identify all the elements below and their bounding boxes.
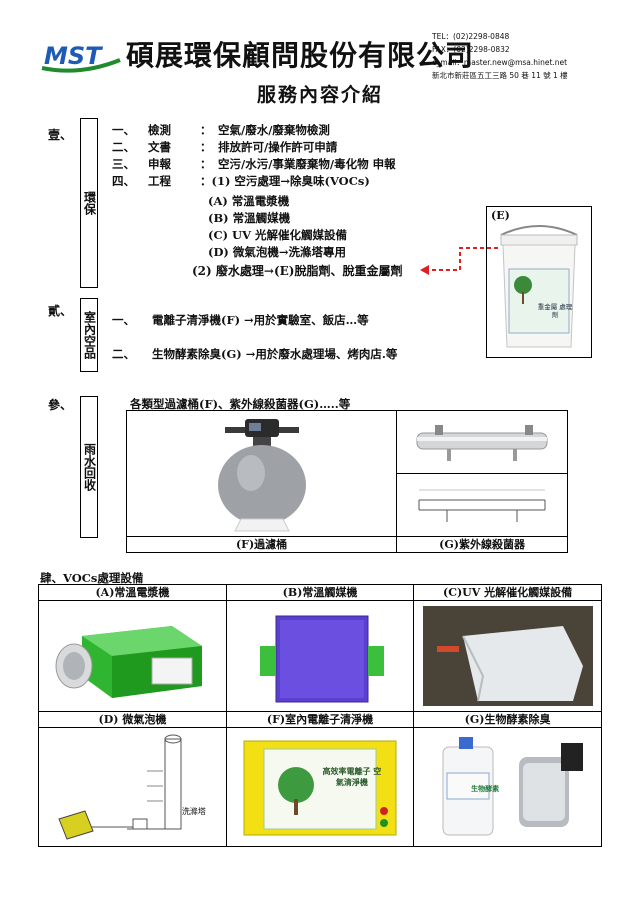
section4-title: 肆、VOCs處理設備	[40, 571, 144, 585]
section1-box-label: 環保	[82, 191, 97, 215]
caption-ion-purifier: (F)室內電離子清淨機	[225, 711, 415, 728]
enzyme-label: 生物酵素	[471, 784, 500, 793]
section1-list: 一、檢測：空氣/廢水/廢棄物檢測 二、文書：排放許可/操作許可申請 三、申報：空…	[112, 122, 396, 190]
fax: FAX：(02)2298-0832	[432, 45, 510, 54]
caption-catalyst: (B)常溫觸媒機	[225, 584, 415, 601]
email: e_mail：master.new@msa.hinet.net	[432, 58, 568, 67]
contact-info: TEL：(02)2298-0848 FAX：(02)2298-0832 e_ma…	[432, 30, 568, 82]
uv-sterilizer-image	[396, 410, 568, 474]
enzyme-icon	[442, 737, 583, 836]
caption-enzyme: (G)生物酵素除臭	[413, 711, 602, 728]
address: 新北市新莊區五工三路 50 巷 11 號 1 樓	[432, 71, 568, 80]
caption-microbubble: (D) 微氣泡機	[38, 711, 227, 728]
uv-schematic-image	[396, 473, 568, 537]
section3-intro: 各類型過濾桶(F)、紫外線殺菌器(G)…..等	[130, 397, 351, 411]
list-item: (C) UV 光解催化觸媒設備	[208, 228, 347, 242]
uv-catalyst-image	[413, 600, 602, 712]
engineering-subitems: (A) 常溫電漿機 (B) 常溫觸媒機 (C) UV 光解催化觸媒設備 (D) …	[208, 193, 347, 261]
plasma-machine-icon	[55, 626, 203, 698]
section3-mark: 參、	[48, 398, 73, 412]
section3-box-label: 雨水回收	[82, 443, 97, 491]
filter-tank-icon	[217, 418, 306, 531]
list-item: 二、文書：排放許可/操作許可申請	[112, 140, 338, 154]
ion-purifier-icon	[243, 740, 397, 836]
ion-box-label: 高效率電離子 空氣清淨機	[322, 766, 382, 787]
section3-table: (F)過濾桶 (G)紫外線殺菌器	[125, 410, 568, 553]
list-item: 二、生物酵素除臭(G) →用於廢水處理場、烤肉店.等	[112, 347, 398, 361]
uv-schematic-diagram	[418, 489, 546, 522]
microbubble-diagram-icon	[58, 734, 182, 840]
catalyst-machine-icon	[260, 615, 384, 703]
caption-filter-tank: (F)過濾桶	[125, 536, 398, 553]
section1-mark: 壹、	[48, 128, 73, 142]
list-item: (D) 微氣泡機→洗滌塔專用	[208, 245, 346, 259]
tel: TEL：(02)2298-0848	[432, 32, 510, 41]
company-name: 碩展環保顧問股份有限公司	[126, 39, 475, 72]
enzyme-image: 生物酵素	[413, 727, 602, 847]
microbubble-diagram: 洗滌塔	[38, 727, 227, 847]
product-e-label: (E)	[491, 209, 510, 222]
list-item: 四、工程：(1) 空污處理→除臭味(VOCs)	[112, 174, 370, 188]
list-item: 一、檢測：空氣/廢水/廢棄物檢測	[112, 123, 330, 137]
product-e-image: (E) 重金屬 處理劑	[486, 206, 592, 358]
caption-uv-sterilizer: (G)紫外線殺菌器	[396, 536, 568, 553]
section2-box-label: 室內空品	[82, 311, 97, 359]
list-item: (A) 常溫電漿機	[208, 194, 290, 208]
section4-table: (A)常溫電漿機 (B)常溫觸媒機 (C)UV 光解催化觸媒設備	[38, 584, 602, 847]
svg-text:MST: MST	[44, 42, 103, 70]
section2-mark: 貳、	[48, 304, 73, 318]
arrow-icon	[420, 247, 498, 275]
bucket-label: 重金屬 處理劑	[537, 303, 573, 319]
caption-uv-catalyst: (C)UV 光解催化觸媒設備	[413, 584, 602, 601]
company-logo: MST	[40, 38, 122, 76]
section1-box: 環保	[80, 118, 98, 288]
plasma-machine-image	[38, 600, 227, 712]
uv-catalyst-icon	[422, 606, 593, 706]
diagram-label: 洗滌塔	[181, 807, 206, 816]
caption-plasma: (A)常溫電漿機	[38, 584, 227, 601]
wastewater-item: (2) 廢水處理→(E)脫脂劑、脫重金屬劑	[192, 264, 403, 278]
list-item: 三、申報：空污/水污/事業廢棄物/毒化物 申報	[112, 157, 396, 171]
uv-sterilizer-icon	[416, 425, 548, 461]
list-item: (B) 常溫觸媒機	[208, 211, 291, 225]
bucket-icon	[500, 225, 578, 348]
section2-box: 室內空品	[80, 298, 98, 372]
list-item: 一、電離子清淨機(F) →用於實驗室、飯店…等	[112, 313, 369, 327]
section3-box: 雨水回收	[80, 396, 98, 538]
page-title: 服務內容介紹	[256, 84, 383, 106]
catalyst-machine-image	[225, 600, 415, 712]
ion-purifier-image: 高效率電離子 空氣清淨機	[225, 727, 415, 847]
filter-tank-image	[125, 410, 398, 537]
